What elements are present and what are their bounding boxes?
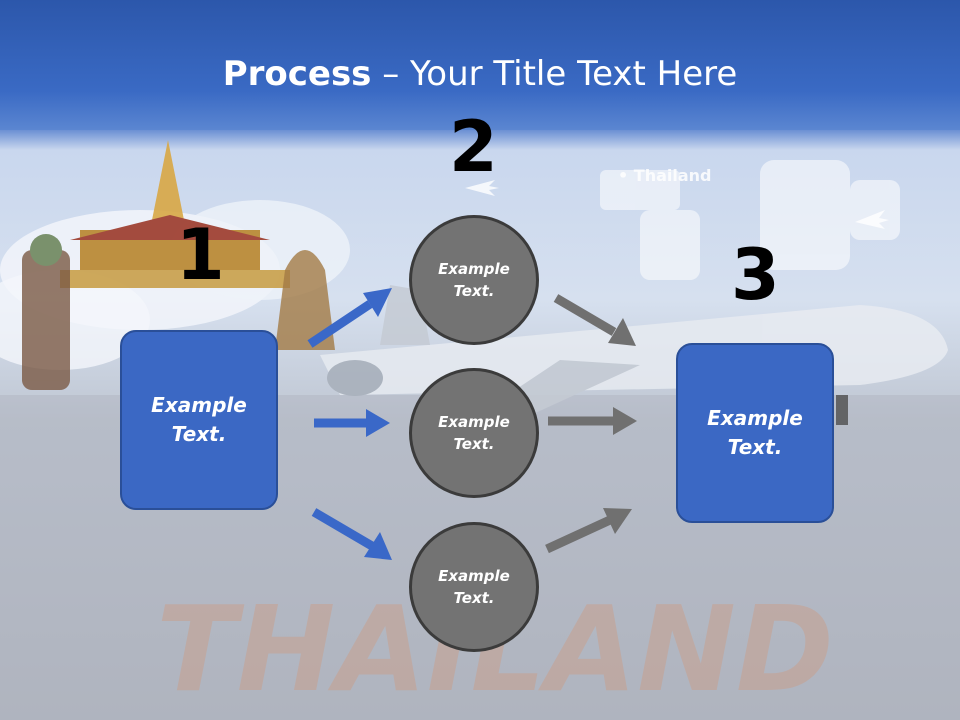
step-2-circle-top: Example Text. [409, 215, 539, 345]
step-1-box: Example Text. [120, 330, 278, 510]
arrow-blue-down [311, 508, 392, 560]
arrow-gray-up [545, 508, 632, 554]
arrow-gray-down [553, 294, 636, 346]
step-3-box: Example Text. [676, 343, 834, 523]
map-label: • Thailand [618, 166, 712, 185]
map-label-text: Thailand [633, 166, 712, 185]
step-number-1: 1 [176, 214, 225, 296]
step-number-3: 3 [731, 234, 780, 316]
step-number-2: 2 [449, 106, 498, 188]
arrow-blue-middle [314, 409, 390, 437]
slide-title: Process – Your Title Text Here [0, 54, 960, 94]
title-bar [0, 0, 960, 130]
step-2-circle-middle: Example Text. [409, 368, 539, 498]
title-rest: – Your Title Text Here [371, 54, 738, 94]
step-2-circle-bottom: Example Text. [409, 522, 539, 652]
arrow-gray-middle [548, 407, 637, 435]
arrow-blue-up [307, 288, 392, 348]
title-bold: Process [222, 54, 372, 94]
